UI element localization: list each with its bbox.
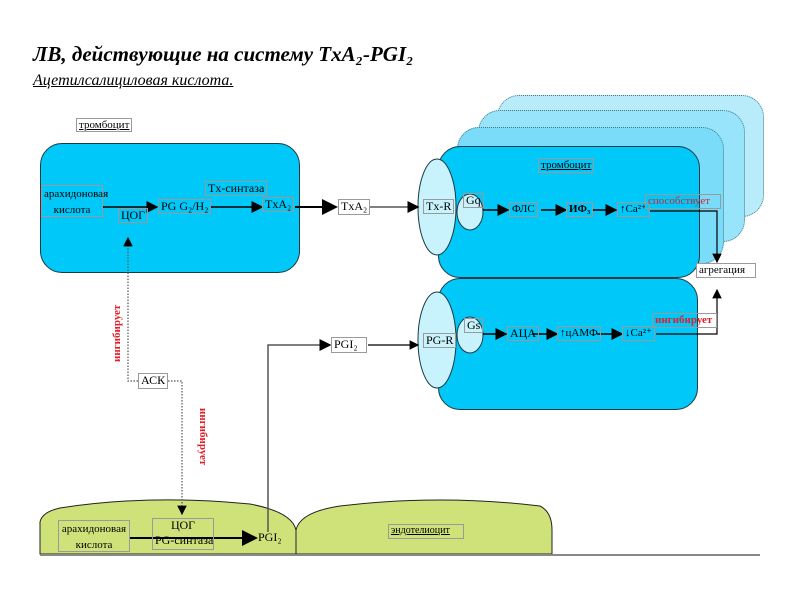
arachidonic-line1: арахидоновая	[44, 188, 109, 200]
aggregation-outcome: агрегация	[696, 263, 756, 278]
txa2-mediator: TxA₂	[338, 199, 370, 215]
arrow-pgi2-up	[267, 339, 332, 532]
promotes-label: способствует	[645, 194, 721, 209]
endo-pg-synthase: PG-синтаза	[155, 533, 214, 548]
ca-decrease: ↓Ca²⁺	[622, 326, 655, 341]
endo-arachidonic-line1: арахидоновая	[61, 523, 127, 535]
pg-receptor: PG-R	[423, 333, 457, 348]
arachidonic-line2: кислота	[53, 204, 91, 217]
plc-enzyme: ФЛС	[509, 202, 538, 217]
gs-protein-shape	[456, 316, 484, 354]
endothelial-cell-label: эндотелиоцит	[388, 524, 464, 539]
gs-protein: Gs	[464, 318, 484, 333]
asa-drug: АСК	[138, 373, 168, 389]
pgi2-mediator: PGI₂	[331, 337, 367, 353]
arrow-ca-inhibits-aggregation	[656, 288, 722, 335]
endo-arachidonic-line2: кислота	[75, 539, 113, 552]
platelet-left-label: тромбоцит	[76, 118, 133, 132]
ca-increase: ↑Ca²⁺	[617, 202, 650, 217]
slide-title: ЛВ, действующие на систему TxA₂-PGI₂	[33, 42, 414, 66]
pg-g2-h2: PG G₂/H₂	[158, 199, 212, 214]
asa-line-to-platelet-cox	[123, 236, 138, 382]
platelet-cox-enzyme: ЦОГ	[118, 208, 149, 223]
inhibits-label: ингибирует	[652, 313, 717, 328]
endothelium-cell-left	[39, 499, 297, 555]
tx-synthase: Tx-синтаза	[205, 181, 268, 196]
inhibits-endothelium-cox-label: ингибирует	[197, 408, 209, 466]
platelet-arachidonic-acid: арахидоновая кислота	[41, 185, 109, 217]
platelet-txa2: TxA₂	[262, 197, 295, 212]
endothelium-cell-right	[295, 499, 553, 555]
endo-arachidonic-acid: арахидоновая кислота	[58, 520, 130, 552]
endo-cox-pg-synthase: ЦОГ PG-синтаза	[152, 518, 214, 550]
inhibits-platelet-cox-label: ингибирует	[111, 304, 123, 362]
camp-increase: ↑цАМФ	[557, 326, 601, 341]
tx-receptor: Tx-R	[423, 199, 455, 214]
arrow-ca-to-aggregation	[650, 210, 722, 264]
endo-cox: ЦОГ	[170, 518, 196, 532]
endo-pgi2: PGI₂	[258, 530, 282, 544]
ip3: ИФ₃	[566, 202, 594, 217]
gq-protein: Gq	[463, 193, 484, 208]
platelet-right-label: тромбоцит	[538, 158, 595, 173]
adenylate-cyclase: АЦА	[507, 326, 539, 341]
asa-line-to-endothelium-cox	[168, 380, 187, 516]
slide-subtitle: Ацетилсалициловая кислота.	[33, 72, 234, 89]
